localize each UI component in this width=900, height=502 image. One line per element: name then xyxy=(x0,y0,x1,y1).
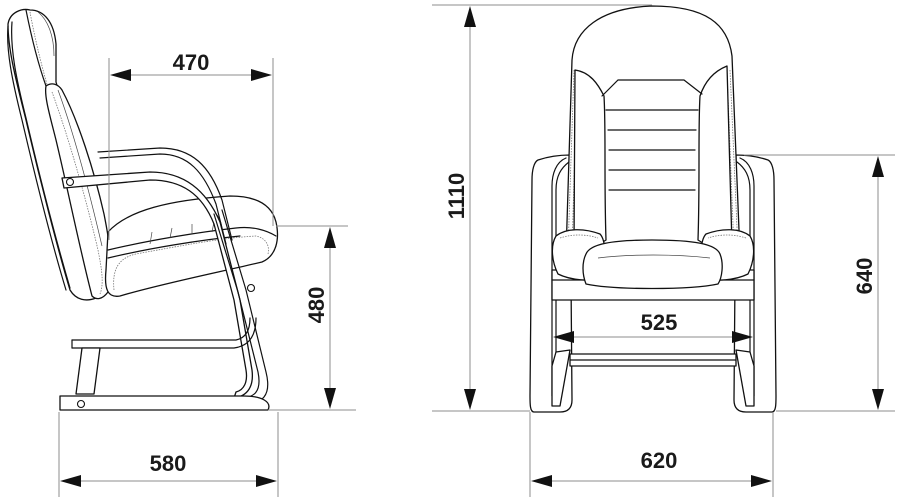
dim-overall-height: 1110 xyxy=(444,173,469,220)
dim-overall-depth: 580 xyxy=(150,451,187,476)
right-armrest xyxy=(733,154,777,413)
dim-seat-width: 525 xyxy=(641,310,678,335)
dim-overall-width: 620 xyxy=(641,448,678,473)
dim-armrest-height: 640 xyxy=(852,258,877,295)
side-view: 470 480 580 xyxy=(7,8,356,497)
armrest-bolt xyxy=(65,177,75,187)
leg-bolt xyxy=(246,283,256,293)
backrest-right-wing xyxy=(697,65,733,251)
left-runner xyxy=(551,349,571,407)
foot-bracket xyxy=(75,347,101,395)
left-armrest xyxy=(529,154,573,413)
dim-seat-depth: 470 xyxy=(173,50,210,75)
front-view: 1110 640 525 620 xyxy=(432,4,895,497)
floor-runner xyxy=(59,395,270,411)
backrest-left-wing xyxy=(573,69,607,251)
runner-bolt xyxy=(76,399,86,409)
seat-cushion-front xyxy=(582,239,723,290)
seat-cushion xyxy=(104,195,279,297)
right-runner xyxy=(735,349,755,407)
armrest-bar xyxy=(61,171,254,399)
dim-seat-height: 480 xyxy=(304,287,329,324)
